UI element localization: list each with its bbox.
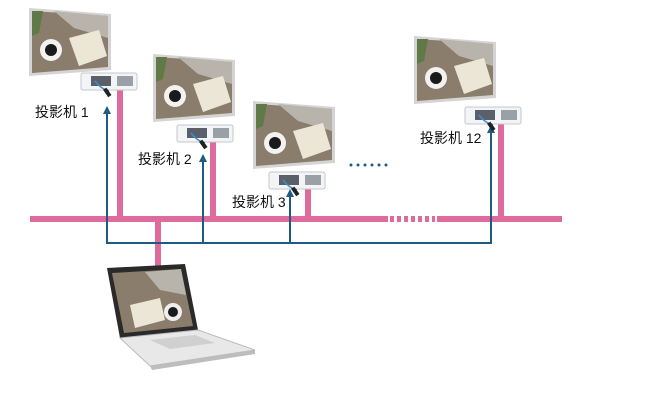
screen-image-12 [414, 36, 496, 104]
projector-icon-2 [176, 124, 234, 150]
lan-dashed-gap [390, 216, 435, 222]
lan-cable [30, 88, 562, 270]
projector-label-2: 投影机 2 [138, 151, 192, 167]
projector-label-3: 投影机 3 [232, 194, 286, 210]
ellipsis-dots [349, 163, 388, 167]
projector-label-1: 投影机 1 [35, 104, 89, 120]
projector-icon-1 [80, 72, 138, 98]
screen-image-3 [253, 101, 335, 169]
signal-cable [106, 113, 492, 244]
projector-label-12: 投影机 12 [420, 130, 482, 146]
screen-image-1 [29, 8, 111, 76]
screen-image-2 [153, 54, 235, 122]
laptop-icon [107, 264, 256, 370]
